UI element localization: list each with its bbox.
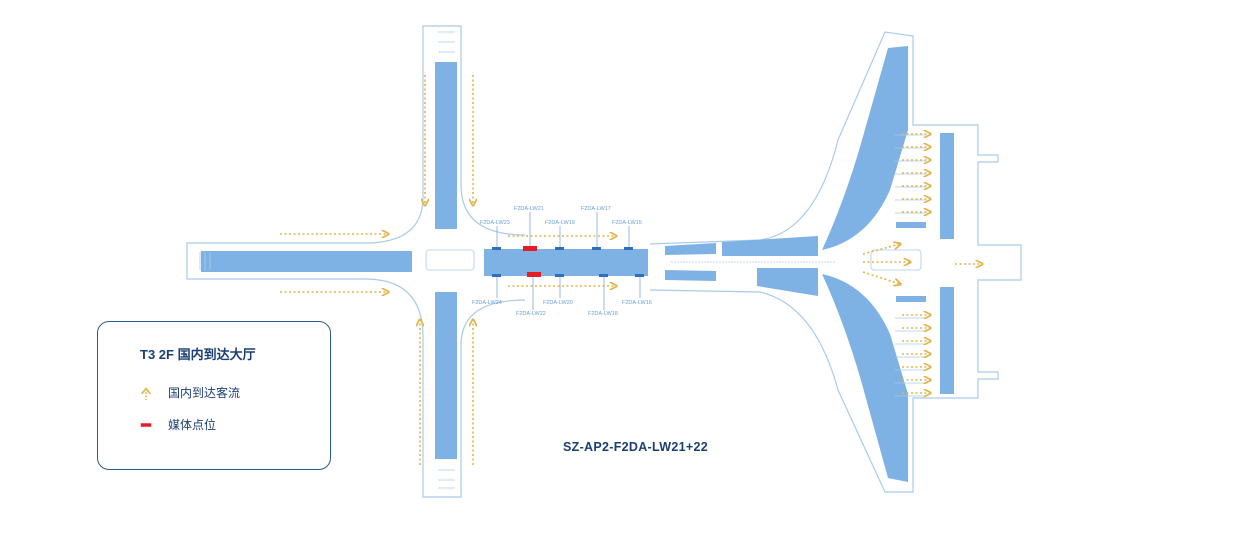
label-F2DA-LW19: F2DA-LW19 xyxy=(545,220,575,226)
dotted-arrow-up-icon xyxy=(140,386,152,400)
media-point-F2DA-LW21[interactable] xyxy=(523,246,537,251)
legend-item-media-point: 媒体点位 xyxy=(138,416,216,433)
legend-box: T3 2F 国内到达大厅 国内到达客流 媒体点位 xyxy=(97,321,331,470)
media-point-F2DA-LW17[interactable] xyxy=(592,247,601,250)
floor-details xyxy=(199,31,922,489)
media-point-F2DA-LW24[interactable] xyxy=(492,274,501,277)
red-marker-icon xyxy=(140,422,152,427)
label-F2DA-LW16: F2DA-LW16 xyxy=(622,300,652,306)
flow-arrow xyxy=(862,271,900,284)
media-point-F2DA-LW23[interactable] xyxy=(492,247,501,250)
legend-label-media-point: 媒体点位 xyxy=(168,418,217,432)
flow-arrow xyxy=(862,244,900,255)
label-F2DA-LW22: F2DA-LW22 xyxy=(516,311,546,317)
legend-item-passenger-flow: 国内到达客流 xyxy=(138,384,240,401)
label-F2DA-LW15: F2DA-LW15 xyxy=(612,220,642,226)
floor-areas xyxy=(201,46,954,482)
media-point-F2DA-LW22[interactable] xyxy=(527,272,541,277)
media-point-F2DA-LW16[interactable] xyxy=(635,274,644,277)
media-points xyxy=(492,246,644,277)
media-point-leaders xyxy=(496,212,641,310)
media-point-F2DA-LW18[interactable] xyxy=(599,274,608,277)
media-code-label: SZ-AP2-F2DA-LW21+22 xyxy=(563,440,708,454)
passenger-flow-arrows xyxy=(280,75,982,465)
legend-label-passenger-flow: 国内到达客流 xyxy=(168,386,241,400)
label-F2DA-LW17: F2DA-LW17 xyxy=(581,206,611,212)
point-labels: F2DA-LW21 F2DA-LW22 F2DA-LW23 F2DA-LW24 … xyxy=(472,206,652,317)
label-F2DA-LW21: F2DA-LW21 xyxy=(514,206,544,212)
media-point-F2DA-LW19[interactable] xyxy=(555,247,564,250)
label-F2DA-LW18: F2DA-LW18 xyxy=(588,311,618,317)
legend-title: T3 2F 国内到达大厅 xyxy=(140,347,256,362)
label-F2DA-LW24: F2DA-LW24 xyxy=(472,300,502,306)
building-outline xyxy=(186,25,1022,498)
label-F2DA-LW20: F2DA-LW20 xyxy=(543,300,573,306)
media-point-F2DA-LW15[interactable] xyxy=(624,247,633,250)
gate-bays xyxy=(895,134,926,397)
label-F2DA-LW23: F2DA-LW23 xyxy=(480,220,510,226)
media-point-F2DA-LW20[interactable] xyxy=(555,274,564,277)
